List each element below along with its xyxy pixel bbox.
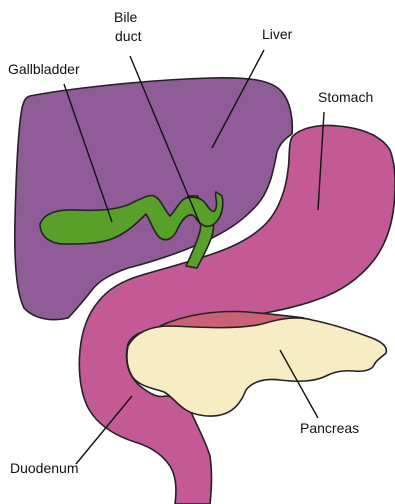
bile-duct-label-line1: Bile — [114, 9, 138, 25]
duodenum-label: Duodenum — [10, 460, 79, 476]
liver-label: Liver — [262, 26, 293, 42]
gallbladder-label: Gallbladder — [8, 61, 80, 77]
stomach-label: Stomach — [318, 89, 373, 105]
bile-duct-label-line2: duct — [115, 28, 142, 44]
pancreas-label: Pancreas — [300, 420, 359, 436]
